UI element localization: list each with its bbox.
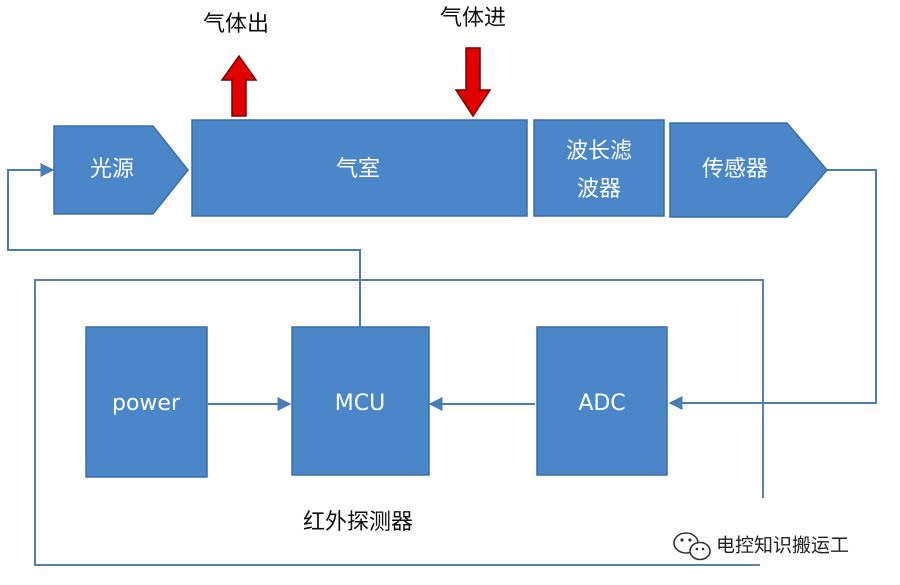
gas-in-arrow-icon (454, 47, 492, 118)
light-source-label: 光源 (90, 157, 134, 182)
sensor-block: 传感器 (669, 122, 828, 218)
gas-in-label: 气体进 (440, 6, 506, 31)
gas-out-label: 气体出 (203, 12, 269, 37)
sensor-label: 传感器 (702, 157, 768, 182)
wechat-icon (673, 532, 711, 561)
adc-label: ADC (578, 391, 625, 416)
detector-enclosure (34, 279, 764, 566)
watermark-text: 电控知识搬运工 (716, 535, 849, 557)
filter-label-line2: 波器 (577, 177, 621, 202)
light-source-block: 光源 (53, 125, 189, 215)
mcu-to-light-source-connector (7, 163, 361, 327)
adc-block: ADC (536, 326, 668, 476)
watermark: 电控知识搬运工 (673, 532, 849, 561)
power-label: power (112, 391, 181, 416)
gas-chamber-block: 气室 (191, 119, 528, 217)
mcu-block: MCU (291, 326, 430, 476)
sensor-to-adc-connector (668, 169, 877, 410)
mcu-label: MCU (335, 391, 385, 416)
gas-chamber-label: 气室 (336, 157, 380, 182)
filter-label-line1: 波长滤 (566, 139, 632, 164)
detector-title: 红外探测器 (303, 510, 413, 535)
gas-out-arrow-icon (220, 54, 258, 117)
wavelength-filter-block: 波长滤 波器 (533, 119, 665, 217)
power-block: power (85, 326, 208, 478)
